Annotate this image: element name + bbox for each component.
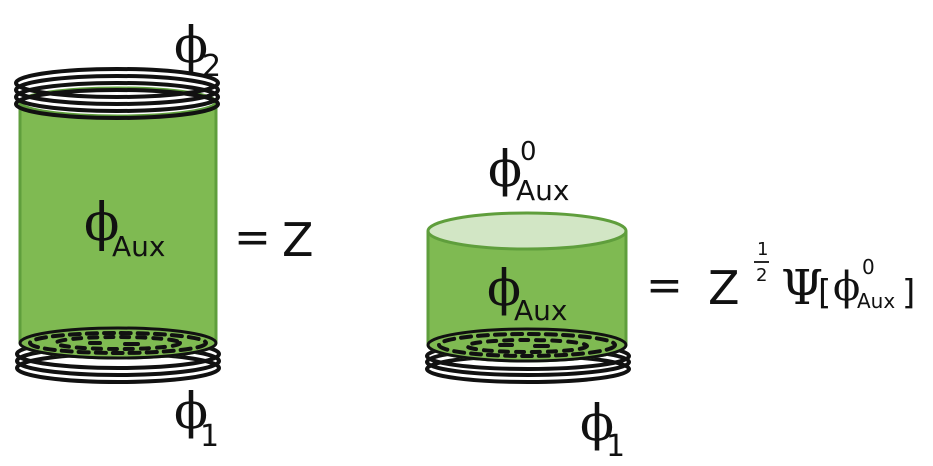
- left-cylinder: [14, 67, 221, 384]
- exponent-fraction: 1 2: [754, 239, 769, 286]
- left-result-z: Z: [282, 213, 314, 267]
- left-inner-field-symbol: ϕ: [84, 193, 119, 253]
- right-inner-field-index: Aux: [514, 294, 567, 327]
- right-inner-field-symbol: ϕ: [487, 259, 521, 317]
- right-cylinder: [425, 211, 631, 384]
- right-equals-sign: =: [646, 260, 683, 311]
- right-top-field-index: Aux: [516, 174, 569, 207]
- right-top-lid: [426, 211, 628, 251]
- left-bottom-dashes: [28, 331, 208, 355]
- bracket-close: ]: [902, 273, 915, 313]
- right-top-field-superscript: 0: [520, 137, 537, 167]
- left-top-field-index: 2: [202, 49, 221, 84]
- arg-field-superscript: 0: [862, 255, 875, 279]
- right-bottom-field-index: 1: [606, 429, 625, 464]
- right-result-z: Z: [708, 261, 740, 315]
- arg-field-index: Aux: [857, 289, 895, 313]
- left-bottom-field-index: 1: [200, 419, 219, 454]
- wavefunction-psi: Ψ: [781, 260, 823, 316]
- left-equals-sign: =: [234, 212, 271, 263]
- exponent-numerator: 1: [757, 239, 768, 260]
- arg-field-symbol: ϕ: [833, 264, 860, 310]
- left-bottom-field-symbol: ϕ: [174, 382, 208, 440]
- right-top-field-symbol: ϕ: [488, 140, 522, 198]
- exponent-denominator: 2: [756, 265, 767, 286]
- bracket-open: [: [818, 273, 831, 313]
- right-bottom-dashes: [437, 332, 617, 358]
- right-bottom-field-symbol: ϕ: [580, 394, 614, 452]
- left-top-field-symbol: ϕ: [174, 16, 208, 74]
- left-inner-field-index: Aux: [112, 230, 165, 263]
- left-top-rings: [14, 67, 220, 120]
